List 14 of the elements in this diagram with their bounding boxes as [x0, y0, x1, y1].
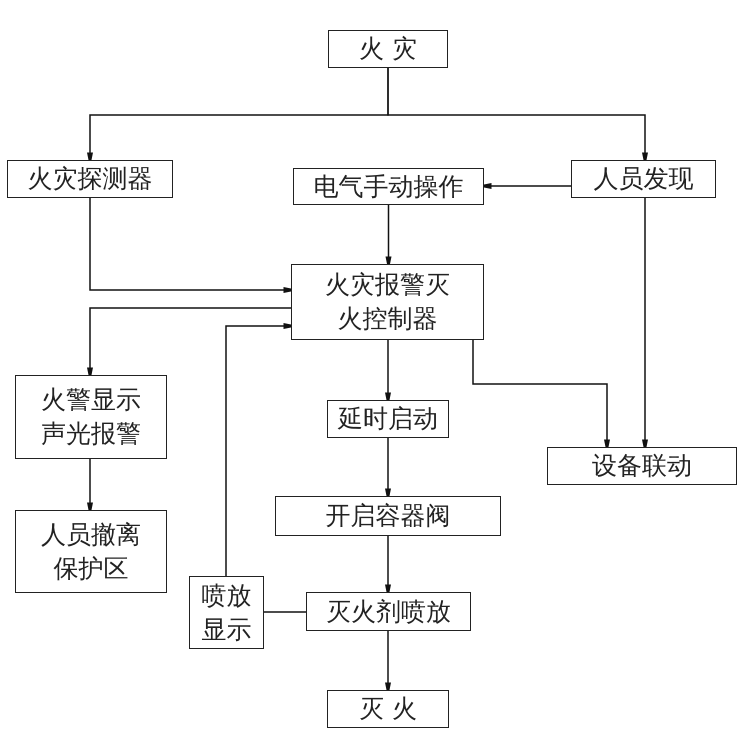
process-box: 灭 火	[327, 690, 449, 728]
process-box: 设备联动	[547, 447, 737, 485]
process-box: 灭火剂喷放	[306, 592, 471, 631]
process-box: 火 灾	[328, 30, 448, 68]
process-box: 火灾探测器	[7, 160, 173, 198]
process-box: 人员发现	[571, 160, 716, 198]
process-box: 火灾报警灭火控制器	[291, 264, 484, 340]
process-box: 喷放显示	[189, 576, 264, 649]
process-box: 火警显示声光报警	[15, 375, 167, 459]
process-box: 人员撤离保护区	[15, 510, 167, 593]
process-box: 电气手动操作	[293, 168, 484, 205]
process-box: 开启容器阀	[275, 496, 501, 536]
connector-line	[264, 611, 306, 613]
process-box: 延时启动	[327, 400, 449, 438]
